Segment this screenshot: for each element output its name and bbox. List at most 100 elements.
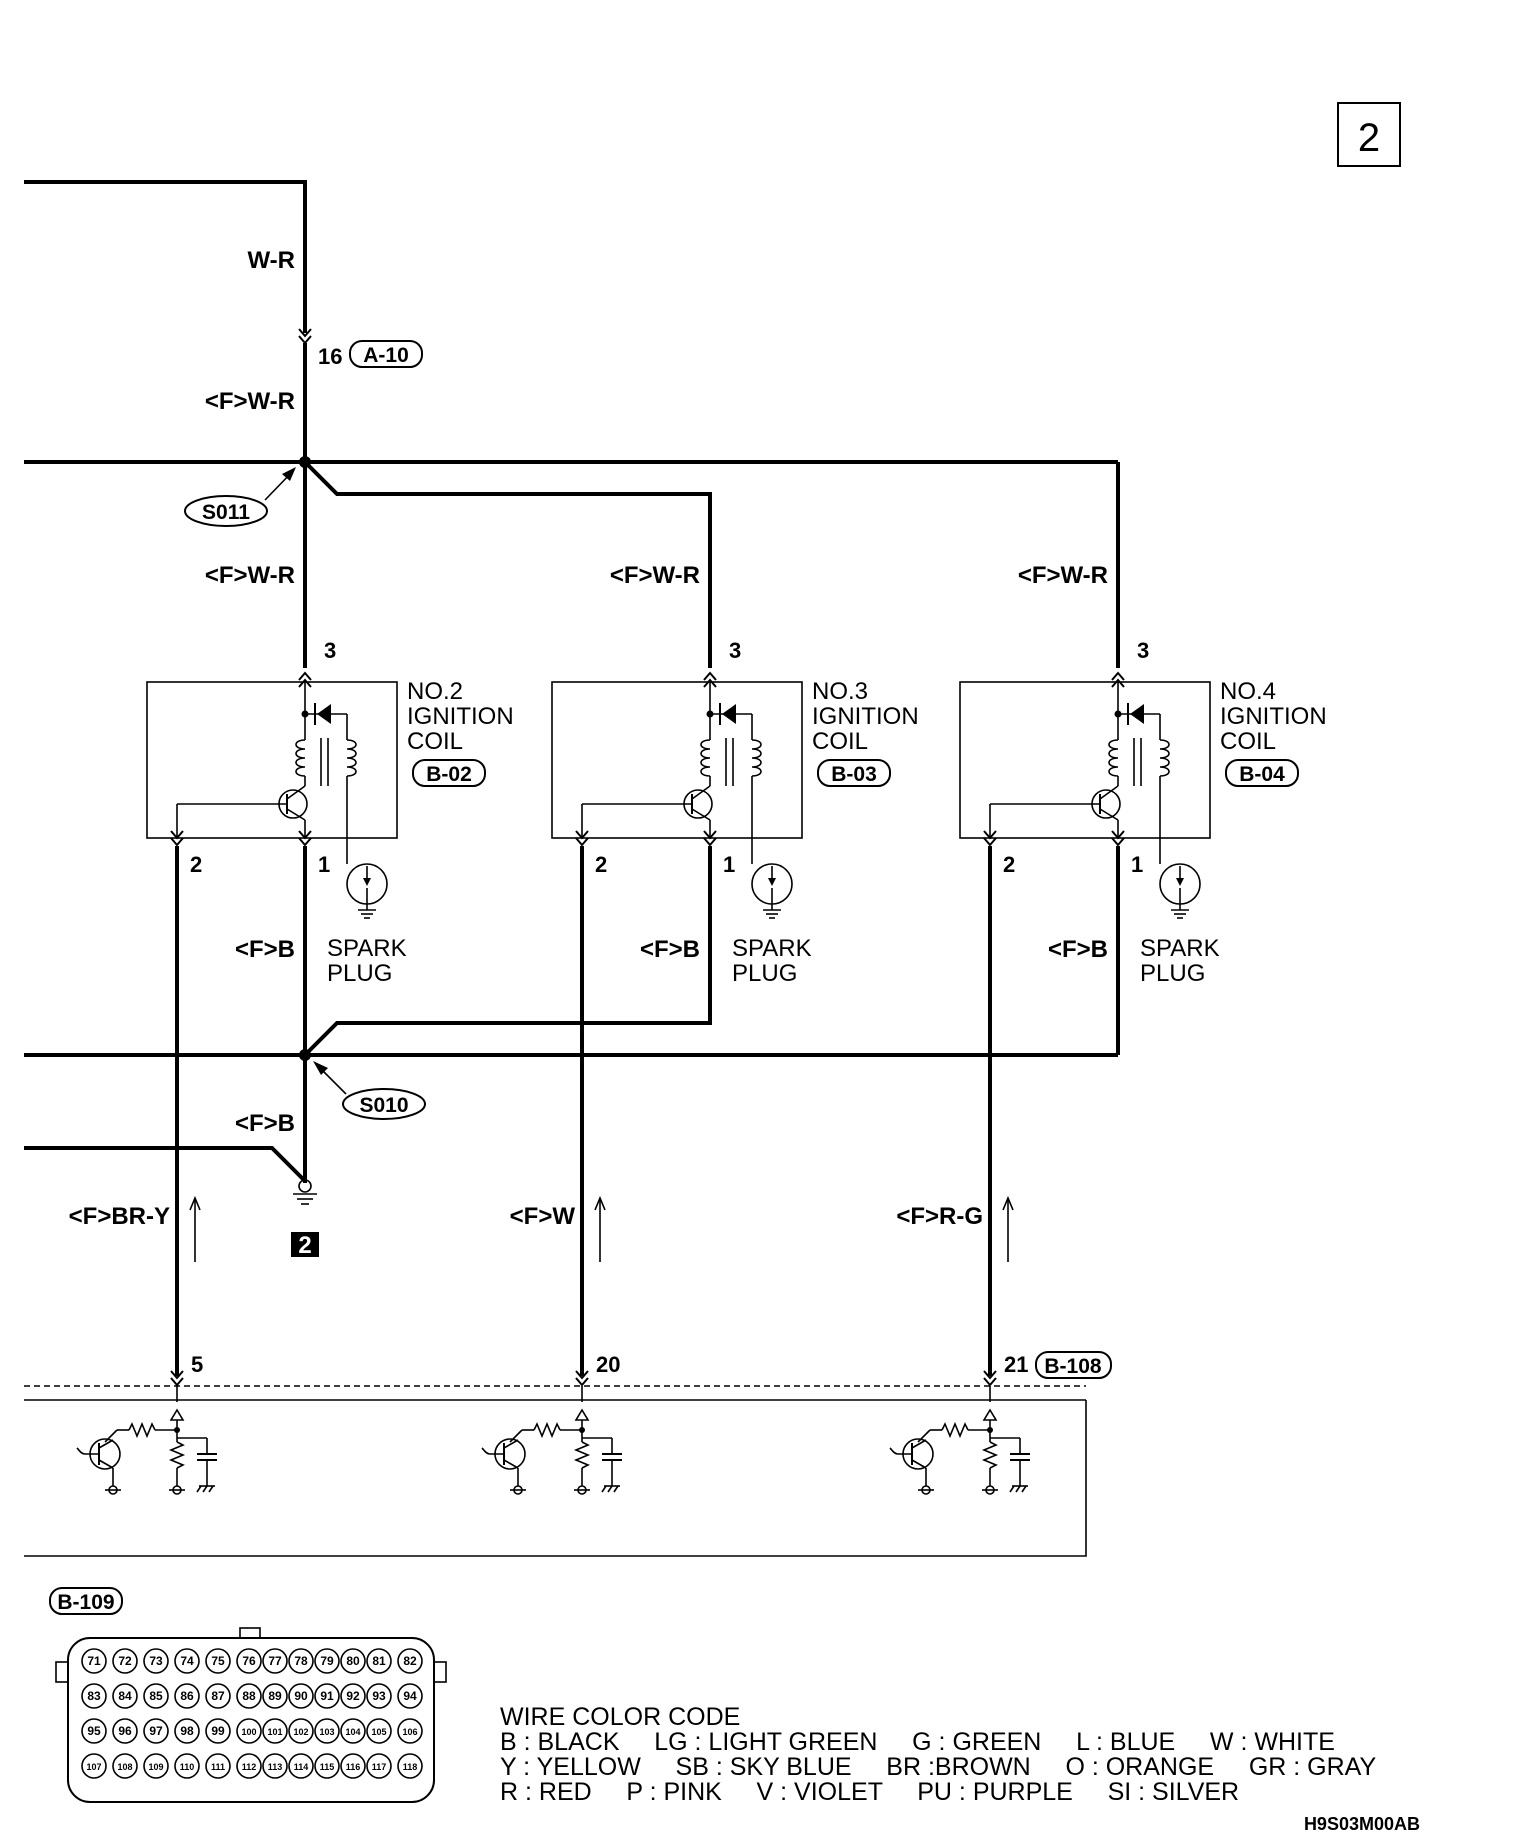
coil-no2 xyxy=(146,672,398,919)
pin-number: 71 xyxy=(87,1654,101,1668)
pin-cell xyxy=(262,1648,288,1674)
pin-cell xyxy=(262,1683,288,1709)
pin-cell xyxy=(340,1753,366,1779)
pin-cell xyxy=(236,1648,262,1674)
pin-number: 90 xyxy=(294,1689,308,1703)
pin-number: 81 xyxy=(372,1654,386,1668)
ecu-box xyxy=(24,1385,1087,1557)
diagram-code: H9S03M00AB xyxy=(1304,1814,1420,1834)
ground-point-badge xyxy=(291,1232,319,1257)
coil-no4 xyxy=(959,672,1211,919)
coil3-pin-right: 1 xyxy=(723,852,735,877)
pin-cell xyxy=(143,1648,169,1674)
coil2-plug-line2: PLUG xyxy=(327,960,392,987)
legend-line-3: R : RED P : PINK V : VIOLET PU : PURPLE … xyxy=(500,1778,1239,1806)
coil4-connector-badge xyxy=(1225,759,1299,787)
pin-cell xyxy=(288,1648,314,1674)
splice-s010-badge xyxy=(342,1088,426,1120)
coil4-pin-right: 1 xyxy=(1131,852,1143,877)
pin-number: 94 xyxy=(403,1689,417,1703)
pin-number: 95 xyxy=(87,1724,101,1738)
pin-cell xyxy=(205,1753,231,1779)
legend-line-2: Y : YELLOW SB : SKY BLUE BR :BROWN O : O… xyxy=(500,1753,1376,1781)
coil2-pin-top: 3 xyxy=(324,638,336,663)
pin-cell xyxy=(236,1718,262,1744)
coil2-pin-right: 1 xyxy=(318,852,330,877)
pin-number: 102 xyxy=(293,1727,308,1737)
coil4-name: NO.4 xyxy=(1220,678,1276,705)
pin-cell xyxy=(366,1718,392,1744)
pin-number: 117 xyxy=(372,1762,387,1772)
coil2-pin-left: 2 xyxy=(190,852,202,877)
pin-cell xyxy=(366,1683,392,1709)
pin-number: 83 xyxy=(87,1689,101,1703)
pin-cell xyxy=(314,1753,340,1779)
pin-cell xyxy=(236,1683,262,1709)
coil3-plug-line2: PLUG xyxy=(732,960,797,987)
pin-cell xyxy=(205,1683,231,1709)
wire-label-ground: <F>B xyxy=(235,1110,295,1137)
pin-number: 86 xyxy=(180,1689,194,1703)
connector-a10-id: A-10 xyxy=(363,344,409,367)
pin-number: 84 xyxy=(118,1689,132,1703)
coil3-pin-top: 3 xyxy=(729,638,741,663)
coil3-pin-left: 2 xyxy=(595,852,607,877)
wire-label-coil2-ground: <F>B xyxy=(235,936,295,963)
connector-b108-badge xyxy=(1035,1351,1112,1379)
wire-label-w-r-top: W-R xyxy=(248,247,296,274)
pin-number: 100 xyxy=(241,1727,256,1737)
pin-number: 106 xyxy=(402,1727,417,1737)
pin-number: 82 xyxy=(403,1654,417,1668)
pin-number: 74 xyxy=(180,1654,194,1668)
connector-a10-pin: 16 xyxy=(318,344,342,369)
wire-label-signal-3: <F>R-G xyxy=(896,1203,983,1230)
top-feed-wire xyxy=(24,180,312,462)
pin-cell xyxy=(174,1753,200,1779)
pin-cell xyxy=(314,1648,340,1674)
pin-cell xyxy=(143,1683,169,1709)
coil-no3 xyxy=(551,672,803,919)
pin-cell xyxy=(112,1753,138,1779)
legend-title: WIRE COLOR CODE xyxy=(500,1703,740,1731)
coil4-line3: COIL xyxy=(1220,728,1276,755)
pin-number: 92 xyxy=(346,1689,360,1703)
pin-cell xyxy=(112,1683,138,1709)
splice-s011-label: S011 xyxy=(202,501,250,524)
coil4-connector-id: B-04 xyxy=(1239,763,1285,786)
pin-cell xyxy=(81,1683,107,1709)
pin-cell xyxy=(366,1648,392,1674)
pin-number: 80 xyxy=(346,1654,360,1668)
ecu-pin-20: 20 xyxy=(596,1352,620,1377)
wire-label-signal-1: <F>BR-Y xyxy=(69,1203,170,1230)
pin-cell xyxy=(366,1753,392,1779)
splice-s011-badge xyxy=(184,495,268,527)
legend-line-1: B : BLACK LG : LIGHT GREEN G : GREEN L :… xyxy=(500,1728,1335,1756)
pin-cell xyxy=(236,1753,262,1779)
pin-number: 99 xyxy=(211,1724,225,1738)
pin-number: 104 xyxy=(345,1727,360,1737)
connector-b109-id: B-109 xyxy=(57,1591,114,1614)
pin-number: 76 xyxy=(242,1654,256,1668)
pin-number: 75 xyxy=(211,1654,225,1668)
pin-cell xyxy=(262,1753,288,1779)
coil4-plug-line1: SPARK xyxy=(1140,935,1220,962)
pin-cell xyxy=(112,1718,138,1744)
pin-number: 78 xyxy=(294,1654,308,1668)
pin-cell xyxy=(143,1718,169,1744)
wire-label-coil4-ground: <F>B xyxy=(1048,936,1108,963)
pin-cell xyxy=(81,1648,107,1674)
pin-cell xyxy=(112,1648,138,1674)
pin-number: 116 xyxy=(346,1762,361,1772)
coil4-pin-top: 3 xyxy=(1137,638,1149,663)
pin-cell xyxy=(397,1718,423,1744)
pin-cell xyxy=(314,1683,340,1709)
pin-cell xyxy=(397,1753,423,1779)
pin-cell xyxy=(340,1718,366,1744)
coil3-line2: IGNITION xyxy=(812,703,919,730)
pin-cell xyxy=(81,1753,107,1779)
pin-number: 85 xyxy=(149,1689,163,1703)
wire-label-signal-2: <F>W xyxy=(510,1203,576,1230)
pin-cell xyxy=(340,1648,366,1674)
pin-number: 115 xyxy=(320,1762,335,1772)
